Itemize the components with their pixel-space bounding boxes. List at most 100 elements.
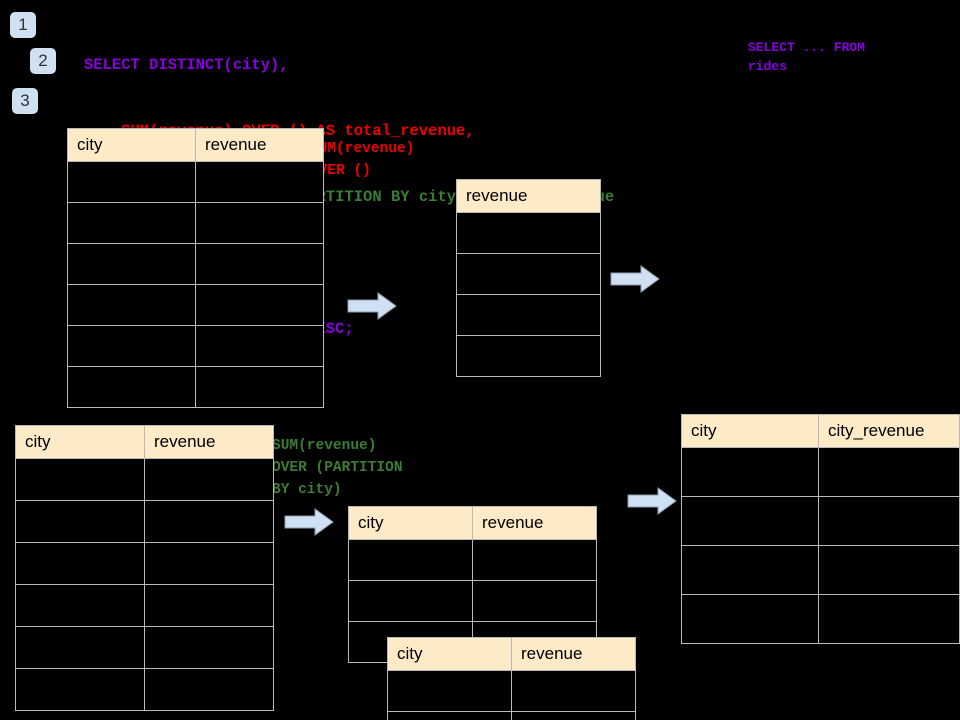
cell-revenue: [144, 668, 274, 711]
cell-revenue: [456, 294, 601, 336]
column-header-city: city: [15, 425, 145, 459]
annotation-city-revenue: SUM(revenue) OVER (PARTITION BY city): [272, 438, 403, 498]
arrow-right-icon: [627, 487, 677, 515]
cell-city: [15, 542, 145, 585]
table-row: [15, 458, 274, 501]
cell-revenue: [472, 580, 597, 622]
cell-revenue: [456, 253, 601, 295]
cell-revenue: [195, 325, 324, 367]
cell-city-revenue: [818, 594, 960, 644]
step-badge-3: 3: [12, 88, 38, 114]
table-row: [456, 212, 601, 254]
cell-city: [67, 325, 196, 367]
cell-city: [15, 626, 145, 669]
cell-revenue: [144, 542, 274, 585]
cell-revenue: [195, 202, 324, 244]
table-row: [348, 580, 597, 622]
table-row: [456, 253, 601, 295]
table-header-row: city revenue: [348, 506, 597, 540]
cell-city: [387, 670, 512, 712]
cell-city: [67, 161, 196, 203]
table-row: [387, 670, 636, 712]
cell-city: [67, 202, 196, 244]
table-row: [15, 668, 274, 711]
cell-city-revenue: [818, 447, 960, 497]
column-header-revenue: revenue: [456, 179, 601, 213]
cell-city: [387, 711, 512, 720]
cell-revenue: [456, 335, 601, 377]
column-header-revenue: revenue: [472, 506, 597, 540]
cell-revenue: [195, 284, 324, 326]
table-row: [456, 335, 601, 377]
column-header-city: city: [67, 128, 196, 162]
cell-revenue: [511, 670, 636, 712]
cell-revenue: [195, 161, 324, 203]
table-rides-bottom: city revenue: [15, 425, 274, 711]
table-row: [680, 594, 960, 644]
table-header-row: city revenue: [67, 128, 324, 162]
table-row: [680, 447, 960, 497]
cell-city: [15, 668, 145, 711]
table-row: [456, 294, 601, 336]
table-row: [67, 161, 324, 203]
table-result: city city_revenue: [680, 414, 960, 644]
cell-city: [680, 545, 820, 595]
cell-city: [67, 284, 196, 326]
cell-revenue: [144, 458, 274, 501]
table-row: [15, 500, 274, 543]
table-row: [67, 243, 324, 285]
column-header-revenue: revenue: [144, 425, 274, 459]
annotation-total-revenue: SUM(revenue) OVER (): [310, 141, 415, 179]
column-header-city: city: [680, 414, 820, 448]
arrow-right-icon: [284, 508, 334, 536]
cell-revenue: [456, 212, 601, 254]
table-row: [67, 202, 324, 244]
table-row: [15, 542, 274, 585]
cell-city: [680, 594, 820, 644]
cell-revenue: [195, 243, 324, 285]
table-rides-top: city revenue: [67, 128, 324, 408]
step-badge-2: 2: [30, 48, 56, 74]
table-header-row: city revenue: [15, 425, 274, 459]
table-partition-group-b: city revenue: [387, 637, 636, 720]
cell-city: [67, 243, 196, 285]
cell-city: [348, 539, 473, 581]
table-header-row: revenue: [456, 179, 601, 213]
cell-city: [15, 500, 145, 543]
table-row: [15, 626, 274, 669]
table-row: [67, 366, 324, 408]
cell-revenue: [472, 539, 597, 581]
cell-city: [15, 584, 145, 627]
arrow-right-icon: [347, 292, 397, 320]
column-header-revenue: revenue: [511, 637, 636, 671]
column-header-city: city: [387, 637, 512, 671]
sql-side-note: SELECT ... FROM rides: [748, 40, 866, 74]
table-header-row: city revenue: [387, 637, 636, 671]
table-row: [67, 284, 324, 326]
cell-city: [67, 366, 196, 408]
table-row: [387, 711, 636, 720]
table-header-row: city city_revenue: [680, 414, 960, 448]
cell-city-revenue: [818, 545, 960, 595]
cell-city-revenue: [818, 496, 960, 546]
cell-city: [348, 580, 473, 622]
table-partition-group-a: city revenue: [348, 506, 597, 663]
arrow-right-icon: [610, 265, 660, 293]
cell-revenue: [511, 711, 636, 720]
sql-line-select: SELECT DISTINCT(city),: [84, 56, 289, 74]
cell-revenue: [195, 366, 324, 408]
cell-city: [680, 447, 820, 497]
cell-city: [680, 496, 820, 546]
table-row: [680, 496, 960, 546]
cell-city: [15, 458, 145, 501]
column-header-city-revenue: city_revenue: [818, 414, 960, 448]
column-header-city: city: [348, 506, 473, 540]
table-row: [67, 325, 324, 367]
table-total-revenue: revenue: [456, 179, 601, 377]
table-row: [15, 584, 274, 627]
table-row: [680, 545, 960, 595]
cell-revenue: [144, 626, 274, 669]
table-row: [348, 539, 597, 581]
cell-revenue: [144, 584, 274, 627]
